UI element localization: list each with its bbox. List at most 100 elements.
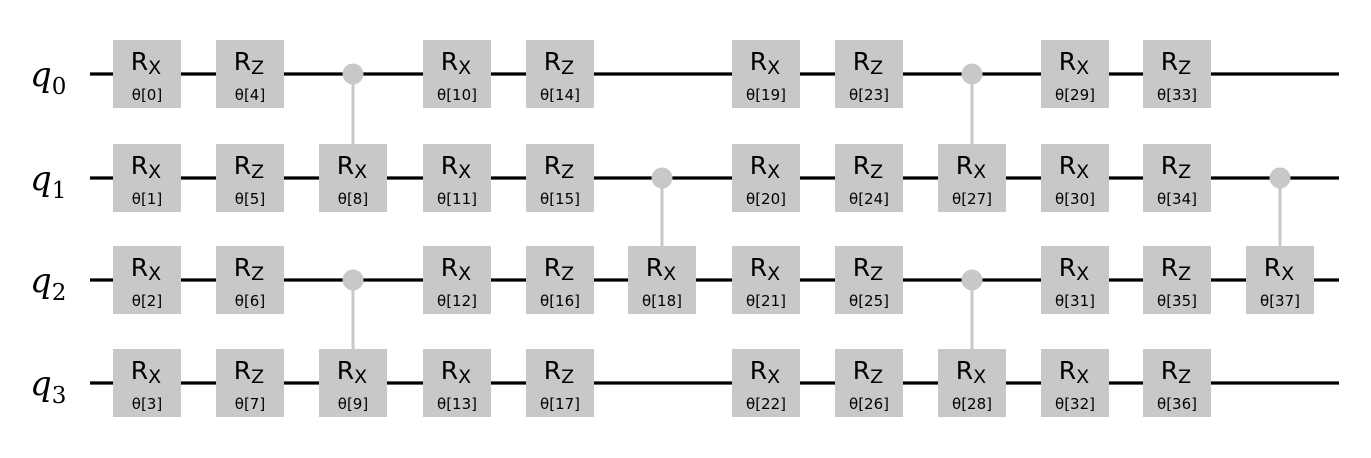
gate-name: RZ — [1161, 356, 1191, 388]
gate-box — [835, 349, 903, 417]
gate-parameter: θ[29] — [1055, 86, 1095, 104]
gate-name-sub: X — [1076, 57, 1089, 79]
gate-box — [628, 246, 696, 314]
gate-name-main: R — [853, 356, 870, 385]
gate-parameter: θ[15] — [540, 190, 580, 208]
rotation-gate-x: RXθ[9] — [319, 349, 387, 417]
gate-box — [732, 144, 800, 212]
gate-name-main: R — [853, 253, 870, 282]
qubit-label-0: q0 — [30, 55, 66, 100]
gate-name-sub: Z — [1178, 161, 1191, 183]
gate-name-sub: X — [354, 161, 367, 183]
gate-name-main: R — [441, 151, 458, 180]
gate-name-main: R — [1264, 253, 1281, 282]
gate-name-main: R — [853, 151, 870, 180]
gate-name-sub: X — [767, 263, 780, 285]
gate-name: RZ — [853, 47, 883, 79]
gate-name-sub: X — [767, 57, 780, 79]
gate-parameter: θ[6] — [235, 292, 265, 310]
gate-box — [1041, 349, 1109, 417]
gate-name-sub: Z — [1178, 263, 1191, 285]
gate-parameter: θ[36] — [1157, 395, 1197, 413]
gate-name: RZ — [234, 47, 264, 79]
gate-name-main: R — [750, 47, 767, 76]
gate-name: RZ — [234, 356, 264, 388]
gate-box — [526, 40, 594, 108]
gate-name-main: R — [131, 151, 148, 180]
gate-name: RZ — [234, 151, 264, 183]
wires-layer — [90, 72, 1339, 385]
gate-name: RX — [441, 47, 471, 79]
gate-name-sub: Z — [561, 57, 574, 79]
gate-box — [938, 144, 1006, 212]
gate-parameter: θ[7] — [235, 395, 265, 413]
rotation-gate-z: RZθ[26] — [835, 349, 903, 417]
rotation-gate-z: RZθ[16] — [526, 246, 594, 314]
gate-parameter: θ[23] — [849, 86, 889, 104]
gate-name: RX — [1059, 151, 1089, 183]
gate-name-sub: X — [458, 366, 471, 388]
rotation-gate-z: RZθ[17] — [526, 349, 594, 417]
control-dot — [1269, 167, 1291, 189]
gate-box — [835, 246, 903, 314]
rotation-gate-x: RXθ[11] — [423, 144, 491, 212]
gate-box — [732, 246, 800, 314]
control-dot — [961, 63, 983, 85]
rotation-gate-z: RZθ[35] — [1143, 246, 1211, 314]
rotation-gate-x: RXθ[37] — [1246, 246, 1314, 314]
gate-name-sub: Z — [561, 161, 574, 183]
rotation-gate-x: RXθ[2] — [113, 246, 181, 314]
gate-name: RZ — [234, 253, 264, 285]
rotation-gate-z: RZ θ[7] — [216, 349, 284, 417]
gate-name: RX — [1059, 356, 1089, 388]
gate-parameter: θ[4] — [235, 86, 265, 104]
qubit-index: 3 — [52, 383, 67, 409]
gate-name: RX — [441, 253, 471, 285]
rotation-gate-z: RZ θ[25] — [835, 246, 903, 314]
gate-name-main: R — [234, 47, 251, 76]
gates-layer: RXθ[0]RXθ[1]RXθ[2]RXθ[3]RZθ[4]RZθ[5]RZθ[… — [113, 40, 1314, 417]
qubit-symbol: q — [30, 55, 52, 95]
gate-parameter: θ[12] — [437, 292, 477, 310]
gate-name: RX — [750, 356, 780, 388]
gate-parameter: θ[25] — [849, 292, 889, 310]
gate-box — [835, 144, 903, 212]
gate-box — [1246, 246, 1314, 314]
gate-name: RX — [131, 47, 161, 79]
gate-name-main: R — [544, 356, 561, 385]
gate-name-sub: X — [148, 57, 161, 79]
gate-name-sub: X — [1076, 366, 1089, 388]
control-dot — [651, 167, 673, 189]
gate-name-main: R — [1161, 253, 1178, 282]
gate-name-sub: X — [767, 366, 780, 388]
gate-name: RZ — [1161, 47, 1191, 79]
gate-name-sub: X — [148, 366, 161, 388]
rotation-gate-z: RZθ[15] — [526, 144, 594, 212]
gate-parameter: θ[18] — [642, 292, 682, 310]
gate-name-main: R — [1059, 253, 1076, 282]
gate-box — [319, 349, 387, 417]
gate-name-main: R — [131, 253, 148, 282]
gate-name: RZ — [1161, 151, 1191, 183]
gate-name-main: R — [337, 356, 354, 385]
gate-parameter: θ[19] — [746, 86, 786, 104]
gate-name: RZ — [853, 356, 883, 388]
gate-name: RZ — [853, 253, 883, 285]
qubit-symbol: q — [30, 261, 52, 301]
rotation-gate-x: RXθ[3] — [113, 349, 181, 417]
gate-parameter: θ[35] — [1157, 292, 1197, 310]
gate-parameter: θ[5] — [235, 190, 265, 208]
gate-parameter: θ[10] — [437, 86, 477, 104]
qubit-index: 2 — [52, 280, 67, 306]
gate-name-main: R — [441, 47, 458, 76]
control-dot — [961, 269, 983, 291]
gate-name-sub: X — [663, 263, 676, 285]
gate-name: RX — [956, 356, 986, 388]
gate-name-sub: Z — [251, 263, 264, 285]
rotation-gate-z: RZ θ[6] — [216, 246, 284, 314]
gate-parameter: θ[2] — [132, 292, 162, 310]
rotation-gate-z: RZθ[14] — [526, 40, 594, 108]
gate-name-main: R — [131, 356, 148, 385]
qubit-index: 1 — [52, 178, 67, 204]
gate-name: RX — [750, 253, 780, 285]
